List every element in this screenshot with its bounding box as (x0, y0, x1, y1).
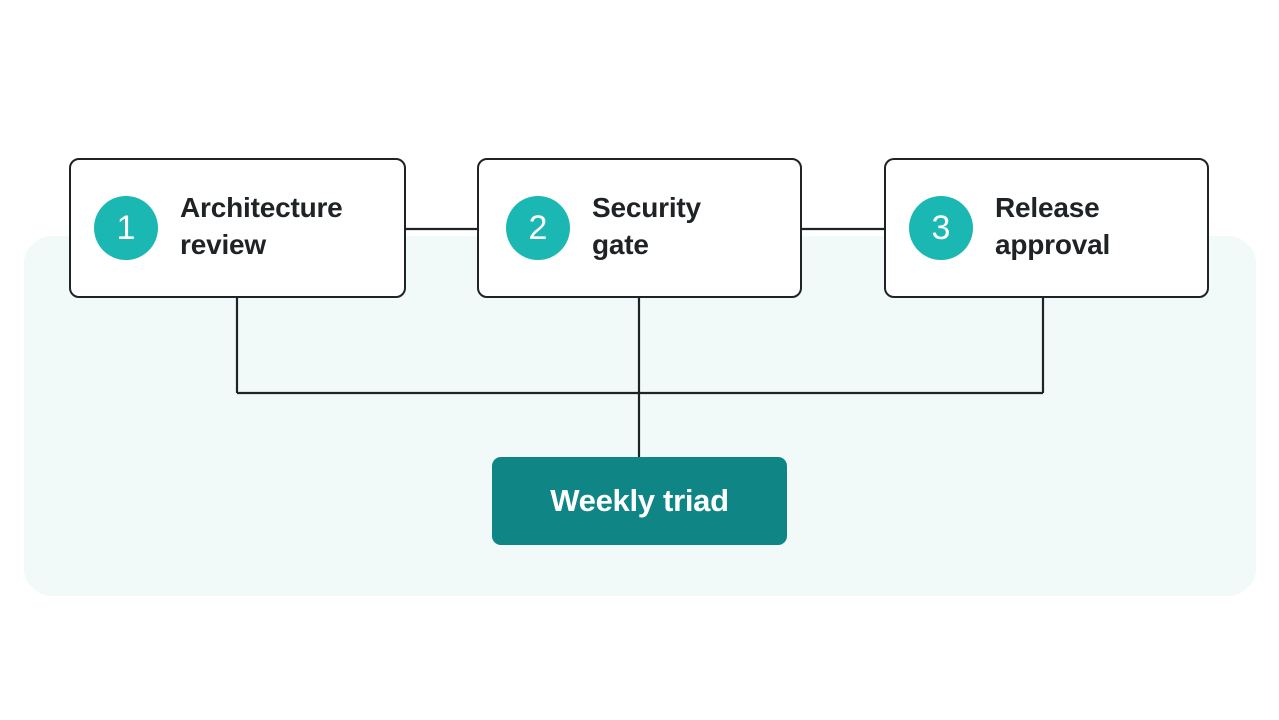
step-box-security-gate: 2 Security gate (477, 158, 802, 298)
step-label: Release approval (995, 192, 1111, 260)
step-number-badge: 2 (506, 196, 570, 260)
step-number-badge: 1 (94, 196, 158, 260)
step-label: Security gate (592, 192, 701, 260)
step-box-architecture-review: 1 Architecture review (69, 158, 406, 298)
weekly-triad-box: Weekly triad (492, 457, 787, 545)
step-box-release-approval: 3 Release approval (884, 158, 1209, 298)
step-number-badge: 3 (909, 196, 973, 260)
step-label: Architecture review (180, 192, 343, 260)
